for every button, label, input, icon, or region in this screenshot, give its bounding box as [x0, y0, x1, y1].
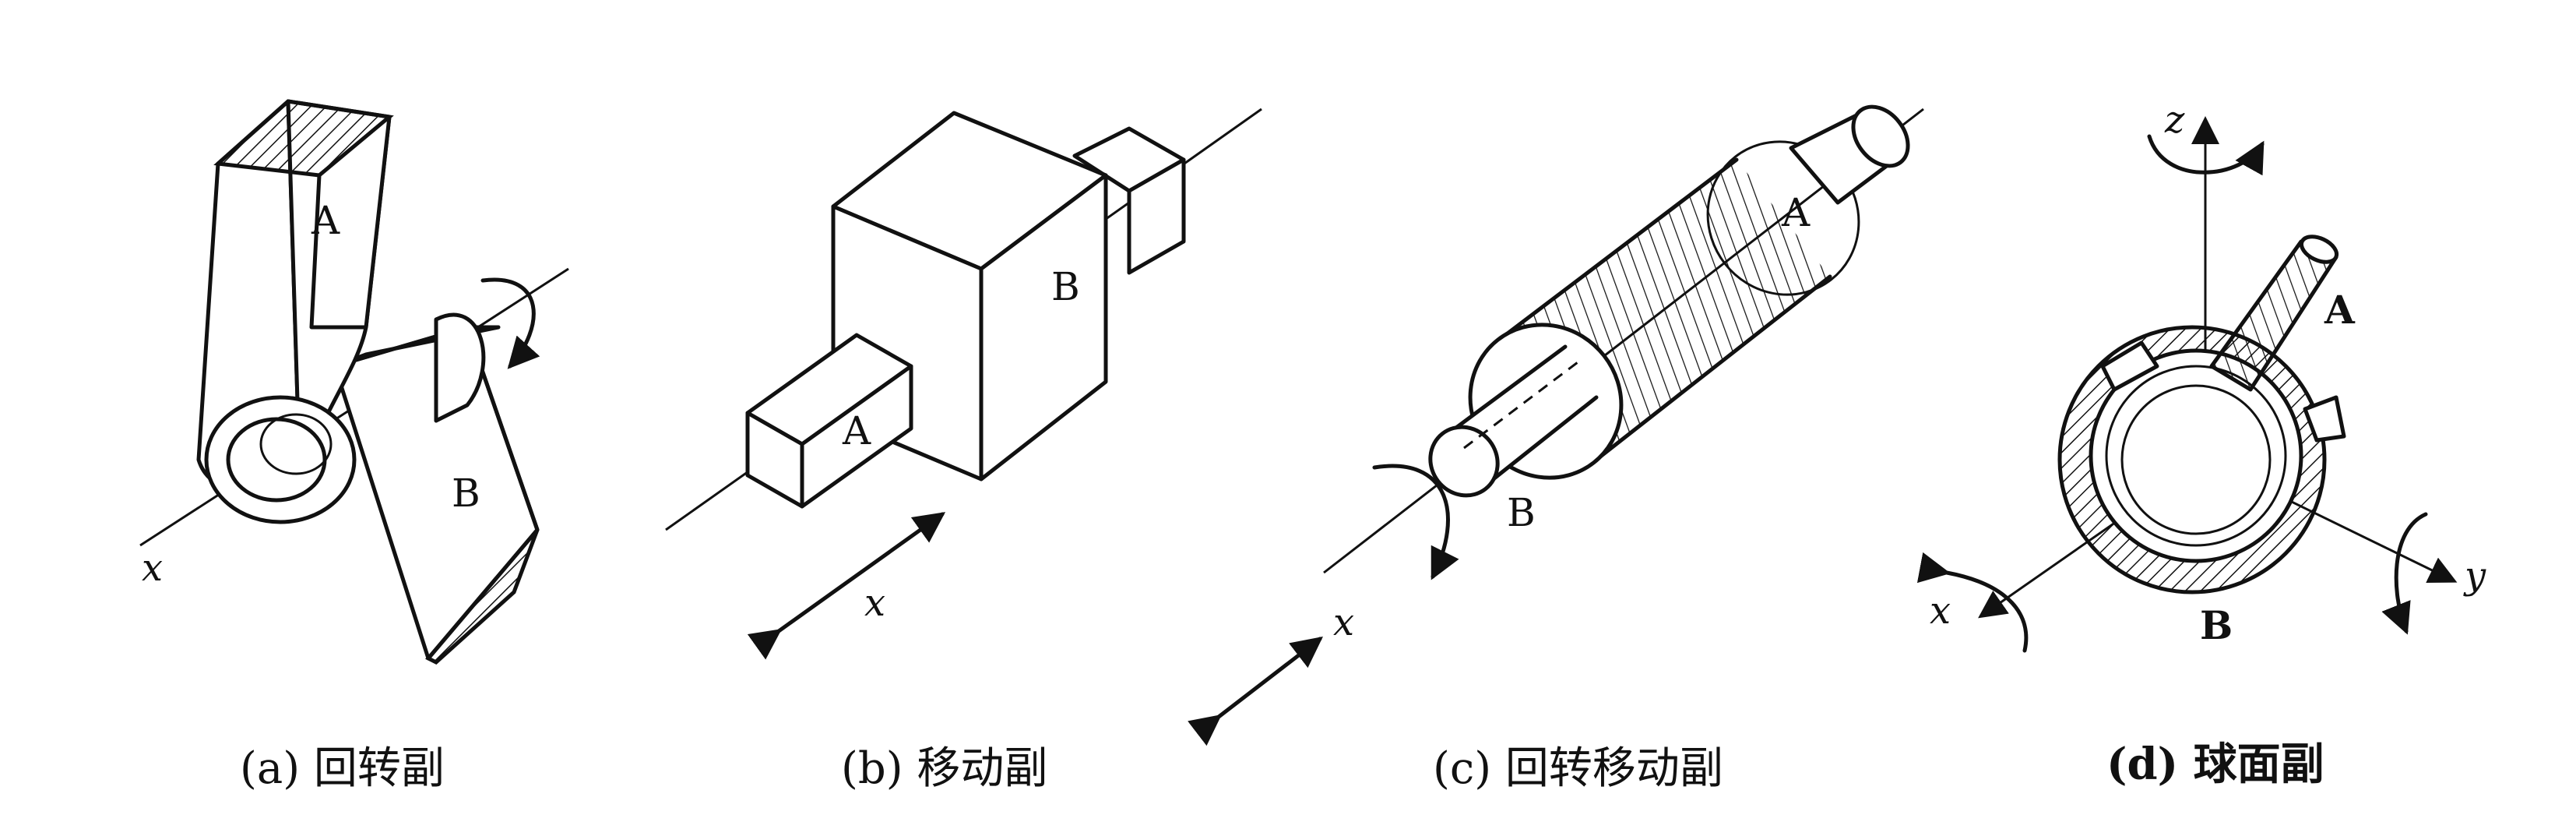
link-b-shape: [333, 312, 540, 665]
rotation-arrow-y: [2381, 512, 2428, 635]
label-b-block-b: B: [1051, 264, 1080, 309]
label-c-cylinder-a: A: [1781, 190, 1811, 235]
rotation-arrow-x: [1916, 552, 2029, 653]
label-d-rod-a: A: [2324, 287, 2356, 333]
label-d-axis-y: y: [2463, 554, 2486, 598]
caption-a: (a) 回转副: [240, 743, 445, 794]
label-a-axis-x: x: [142, 546, 163, 590]
translation-arrow-c: [1188, 636, 1323, 746]
shaft-b-shape: [1428, 344, 1599, 498]
label-d-axis-z: z: [2164, 98, 2185, 142]
label-b-block-a: A: [842, 408, 871, 453]
translation-arrow-b: [747, 512, 946, 660]
figure-d-spherical-pair: A B x y z (d) 球面副: [1916, 98, 2486, 790]
figure-a-revolute-pair: A B x (a) 回转副: [139, 99, 569, 794]
rod-a-shape: [2209, 235, 2339, 392]
label-d-axis-x: x: [1930, 589, 1951, 633]
rotation-arrow-a: [480, 277, 540, 369]
figure-c-cylindrical-pair: A B x (c) 回转移动副: [1188, 104, 1924, 794]
figure-b-prismatic-pair: A B x (b) 移动副: [665, 108, 1262, 794]
block-a-shape: [745, 333, 913, 509]
rotation-arrow-c: [1372, 464, 1459, 580]
label-c-shaft-b: B: [1507, 490, 1536, 535]
rotation-arrow-z: [2147, 134, 2265, 176]
label-c-axis-x: x: [1333, 601, 1354, 644]
label-a-link-a: A: [311, 198, 340, 243]
caption-b: (b) 移动副: [841, 743, 1047, 794]
revolute-pin: [204, 395, 357, 524]
guide-rear: [1072, 126, 1186, 275]
socket-b-shape: [2057, 325, 2346, 594]
label-a-link-b: B: [452, 471, 480, 516]
label-b-axis-x: x: [864, 581, 885, 625]
caption-d: (d) 球面副: [2106, 739, 2324, 790]
link-a-shape: [196, 99, 394, 493]
label-d-socket-b: B: [2200, 602, 2233, 648]
caption-c: (c) 回转移动副: [1433, 743, 1723, 794]
